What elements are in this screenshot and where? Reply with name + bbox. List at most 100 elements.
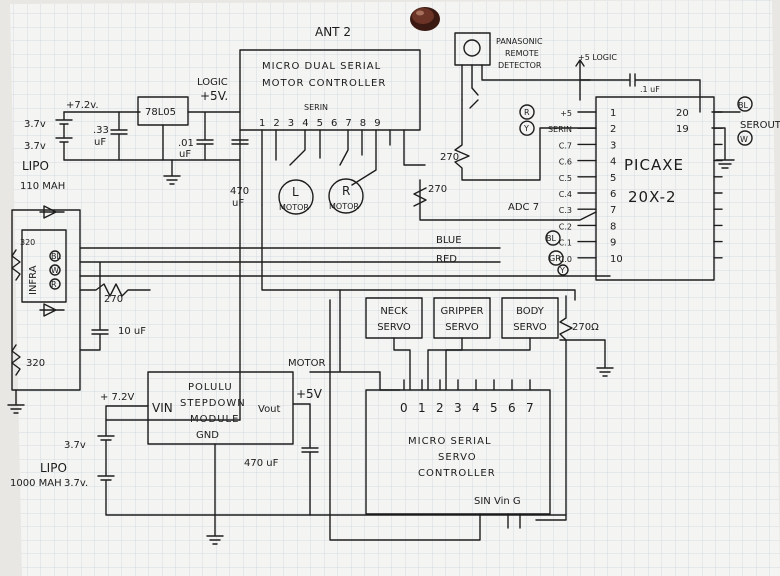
remote-detector: PANASONIC REMOTE DETECTOR xyxy=(454,32,591,109)
picaxe-right-pin-20: 20 xyxy=(676,108,689,119)
stepdown-motor: MOTOR xyxy=(288,358,325,369)
servo-ctrl-pin-7: 7 xyxy=(526,401,534,415)
cap-in-unit: uF xyxy=(94,137,106,148)
picaxe-pin-3: 3 xyxy=(610,140,616,151)
bottom-battery: LIPO 1000 MAH 3.7v 3.7v. xyxy=(10,405,567,516)
picaxe-pin-label-8: C.2 xyxy=(559,222,572,231)
infra-tag-w: W xyxy=(51,266,59,275)
servo-wire-body xyxy=(445,337,531,391)
picaxe-tag-circle-R xyxy=(519,104,535,120)
infra-res-b: 320 xyxy=(26,358,45,369)
stepdown-vin: VIN xyxy=(152,401,173,415)
serin-label: SERIN xyxy=(304,103,328,112)
picaxe-tag-R: R xyxy=(524,108,530,117)
picaxe-pin-label-7: C.3 xyxy=(559,206,572,215)
picaxe-res1: 270 xyxy=(440,152,459,163)
infra-tag-bl: BL xyxy=(51,252,61,261)
motor-left: L MOTOR xyxy=(278,179,314,215)
stepdown-l2: STEPDOWN xyxy=(180,398,246,409)
servo-res-label: 270Ω xyxy=(572,322,599,333)
picaxe-tag-w-right: W xyxy=(740,135,748,144)
picaxe-name: PICAXE xyxy=(624,156,684,174)
infra-sensor: INFRA 320 320 270 10 uF BL W R xyxy=(7,205,611,414)
servo-wire-neck xyxy=(393,337,411,391)
stepdown-cap: 470 uF xyxy=(244,458,279,469)
servo-label-b-body: SERVO xyxy=(513,322,547,333)
picaxe-pin-2: 2 xyxy=(610,124,616,135)
picaxe-pin-label-1: +5 xyxy=(560,109,572,118)
wire-blue-label: BLUE xyxy=(436,235,462,246)
cap-out-unit: uF xyxy=(179,149,191,160)
logic-label: LOGIC xyxy=(197,77,228,88)
motor-cap-unit: uF xyxy=(232,198,244,209)
motor-ctrl-pin-3: 3 xyxy=(288,118,294,129)
stepdown-vout: Vout xyxy=(258,404,281,415)
motor-left-word: MOTOR xyxy=(279,203,309,212)
picaxe-pin-label-9: C.1 xyxy=(559,239,572,248)
battery-capacity: 110 MAH xyxy=(20,181,65,192)
motor-ctrl-pin-8: 8 xyxy=(360,118,366,129)
picaxe-tag-bl-right: BL xyxy=(738,101,748,110)
servo-ctrl-bottom: SIN Vin G xyxy=(474,496,521,507)
stepdown-vin-v: + 7.2V xyxy=(100,392,134,403)
top-battery: +7.2v. 3.7v 3.7v LIPO 110 MAH xyxy=(20,100,241,192)
servo-label-b-neck: SERVO xyxy=(377,322,411,333)
wire-red-label: RED xyxy=(436,254,457,265)
picaxe-model: 20X-2 xyxy=(628,188,677,206)
servo-ctrl-pin-3: 3 xyxy=(454,401,462,415)
stepdown-vout-v: +5V xyxy=(296,387,323,401)
tag-bl-c1: BL xyxy=(546,234,556,243)
stepdown-gnd: GND xyxy=(196,430,219,441)
tag-gr-c0: GR xyxy=(549,254,561,263)
motor-right-letter: R xyxy=(342,184,350,198)
cell-2-label: 3.7v xyxy=(24,141,46,152)
regulator-78l05: 78L05 .33 uF .01 uF LOGIC +5V. xyxy=(93,77,241,185)
picaxe-pin-4: 4 xyxy=(610,157,616,168)
infra-vertical: INFRA xyxy=(28,265,39,295)
motor-ctrl-pin-9: 9 xyxy=(374,118,380,129)
picaxe-res2: 270 xyxy=(428,184,447,195)
picaxe-chip: PICAXE 20X-2 +5 LOGIC .1 uF 1+52SERIN3C.… xyxy=(413,53,780,281)
picaxe-pin-7: 7 xyxy=(610,205,616,216)
picaxe-tag-circle-Y xyxy=(519,120,535,136)
motor-ctrl-pin-4: 4 xyxy=(302,118,308,129)
infra-cap: 10 uF xyxy=(118,326,146,337)
picaxe-pin-1: 1 xyxy=(610,108,616,119)
servo-label-a-gripper: GRIPPER xyxy=(441,306,484,317)
motor-right-word: MOTOR xyxy=(329,202,359,211)
battery-voltage: +7.2v. xyxy=(66,100,99,111)
cell-1-label: 3.7v xyxy=(24,119,46,130)
detector-line2: REMOTE xyxy=(505,49,539,58)
servo-ctrl-l3: CONTROLLER xyxy=(418,468,496,479)
picaxe-pin-9: 9 xyxy=(610,238,616,249)
bottom-battery-cap: 1000 MAH xyxy=(10,478,62,489)
servo-ctrl-pin-5: 5 xyxy=(490,401,498,415)
infra-tag-r: R xyxy=(51,280,57,289)
battery-type: LIPO xyxy=(22,159,49,173)
picaxe-pin-label-2: SERIN xyxy=(548,125,572,134)
servo-label-a-body: BODY xyxy=(516,306,545,317)
regulator-label: 78L05 xyxy=(145,107,176,118)
motor-ctrl-pin-2: 2 xyxy=(273,118,279,129)
picaxe-tag-Y: Y xyxy=(523,124,529,133)
picaxe-pin-label-10: C.0 xyxy=(559,255,572,264)
push-pin-icon xyxy=(410,7,440,31)
servo-ctrl-pin-0: 0 xyxy=(400,401,408,415)
servo-ctrl-pin-6: 6 xyxy=(508,401,516,415)
picaxe-right-pin-19: 19 xyxy=(676,124,689,135)
cap-in-value: .33 xyxy=(93,125,109,136)
servo-ctrl-l1: MICRO SERIAL xyxy=(408,436,492,447)
picaxe-pin-10: 10 xyxy=(610,254,623,265)
plus5-logic: +5 LOGIC xyxy=(578,53,617,62)
cap-out-value: .01 xyxy=(178,138,194,149)
motor-right: R MOTOR xyxy=(328,178,364,214)
motor-ctrl-pin-1: 1 xyxy=(259,118,265,129)
servo-ctrl-pin-2: 2 xyxy=(436,401,444,415)
picaxe-pin-6: 6 xyxy=(610,189,616,200)
logic-voltage: +5V. xyxy=(200,89,228,103)
detector-line1: PANASONIC xyxy=(496,37,543,46)
motor-ctrl-line1: MICRO DUAL SERIAL xyxy=(262,61,381,72)
